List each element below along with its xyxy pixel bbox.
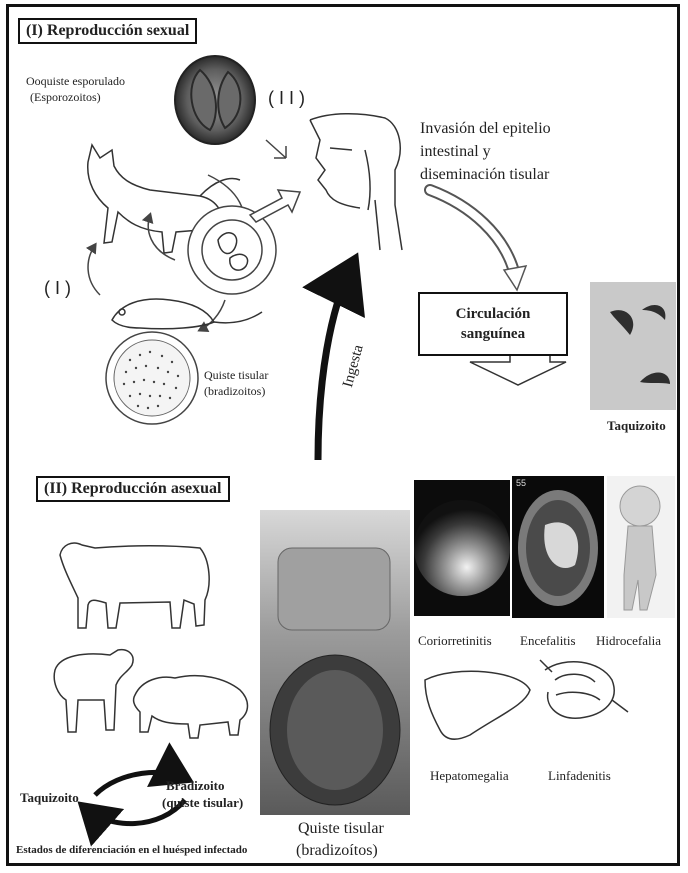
mouse-drawing: [112, 299, 262, 329]
stages-caption: Estados de diferenciación en el huésped …: [16, 844, 247, 856]
oocyst-label-line2: (Esporozoitos): [30, 90, 101, 105]
cyst-label-line2: (bradizoitos): [204, 384, 265, 399]
marker-ii-label: ( I I ): [268, 88, 305, 109]
outcome-hepatomegalia: Hepatomegalia: [430, 768, 509, 784]
cycle-bradyzoite-label-line2: (quiste tisular): [162, 795, 243, 811]
outcome-hidrocefalia: Hidrocefalia: [596, 633, 661, 649]
circulation-label-line2: sanguínea: [420, 324, 566, 344]
mri-photo-tag: 55: [516, 478, 526, 488]
circulation-label-line1: Circulación: [420, 304, 566, 324]
outcome-encefalitis: Encefalitis: [520, 633, 576, 649]
tissue-cyst-caption-line2: (bradizoítos): [296, 842, 378, 860]
oocyst-micrograph: [175, 56, 255, 144]
cow-drawing: [60, 543, 209, 628]
lymph-node-drawing: [540, 660, 628, 718]
invasion-label-line2: intestinal y: [420, 143, 491, 161]
tissue-cyst-circle: [106, 332, 198, 424]
human-head-drawing: [310, 114, 402, 250]
tissue-cyst-caption-line1: Quiste tisular: [298, 820, 384, 838]
tachyzoite-micrograph: [590, 282, 676, 410]
invasion-label-line1: Invasión del epitelio: [420, 120, 551, 138]
sheep-drawing: [54, 650, 133, 732]
pig-drawing: [134, 676, 248, 738]
outcome-coriorretinitis: Coriorretinitis: [418, 633, 492, 649]
tissue-cyst-micrograph: [260, 510, 410, 815]
circulation-box: Circulación sanguínea: [418, 292, 568, 356]
cycle-tachyzoite-label: Taquizoito: [20, 790, 79, 806]
outcome-linfadenitis: Linfadenitis: [548, 768, 611, 784]
hydrocephalus-photo: [607, 476, 675, 618]
brain-mri-photo: [512, 476, 604, 618]
marker-i-label: ( I ): [44, 278, 71, 299]
cycle-bradyzoite-label-line1: Bradizoito: [166, 778, 225, 794]
invasion-label-line3: diseminación tisular: [420, 166, 549, 184]
liver-drawing: [425, 671, 530, 739]
oocyst-label-line1: Ooquiste esporulado: [26, 74, 125, 89]
fundus-photo: [414, 480, 510, 616]
section-sexual-label: (I) Reproducción sexual: [18, 18, 197, 44]
section-asexual-label: (II) Reproducción asexual: [36, 476, 230, 502]
cyst-label-line1: Quiste tisular: [204, 368, 268, 383]
tachyzoite-label: Taquizoito: [607, 418, 666, 434]
